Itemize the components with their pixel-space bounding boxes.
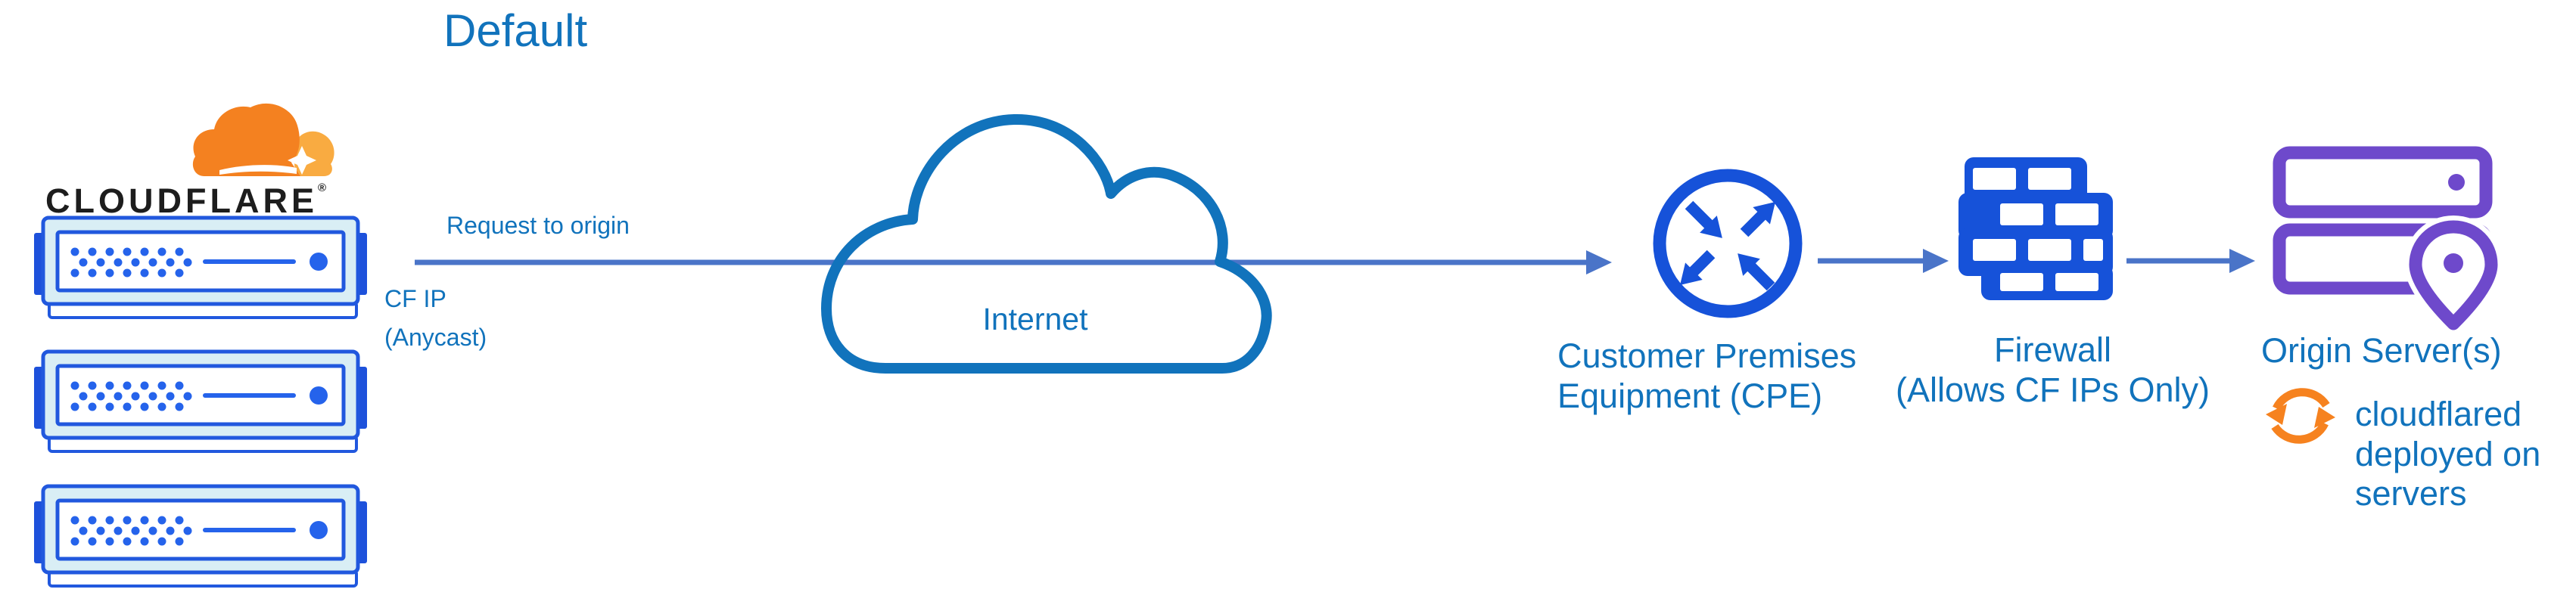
internet-label: Internet [982,302,1088,336]
cpe-label: Customer Premises Equipment (CPE) [1557,336,1856,416]
cloudflare-server-2 [34,349,367,453]
cloudflared-label: cloudflared deployed on servers [2355,395,2540,514]
flow-arrow-cpe-to-firewall [1818,249,1949,273]
server-location-pin-icon [2273,146,2503,340]
router-arrows-icon [1653,169,1803,318]
cloudflare-wordmark-text: CLOUDFLARE [45,181,318,220]
firewall-label-line2: (Allows CF IPs Only) [1895,371,2210,410]
cf-ip-line: CF IP [384,285,446,312]
cloudflared-label-line2: deployed on [2355,434,2541,473]
page-title: Default [443,5,588,56]
flow-arrow-cloudflare-to-cpe [415,250,1612,274]
firewall-label-line1: Firewall [1993,330,2112,369]
cloudflare-logo [192,103,334,176]
sync-arrows-icon [2266,388,2335,444]
cpe-label-line1: Customer Premises [1557,336,1857,375]
cf-ip-anycast-label: CF IP (Anycast) [384,280,487,357]
request-to-origin-label: Request to origin [446,212,630,239]
registered-trademark: ® [317,181,327,194]
firewall-label: Firewall (Allows CF IPs Only) [1877,330,2229,410]
flow-arrow-firewall-to-origin [2126,249,2255,273]
cloudflare-wordmark: CLOUDFLARE® [45,181,356,221]
cloudflare-server-1 [34,216,367,319]
cloudflared-label-line1: cloudflared [2355,395,2522,433]
origin-servers-label: Origin Server(s) [2261,331,2502,370]
anycast-line: (Anycast) [384,324,487,352]
cloudflare-server-3 [34,484,367,588]
brick-wall-icon [1958,157,2113,300]
cloudflared-label-line3: servers [2355,474,2467,513]
cloud-icon [821,113,1272,374]
cpe-label-line2: Equipment (CPE) [1557,377,1823,416]
